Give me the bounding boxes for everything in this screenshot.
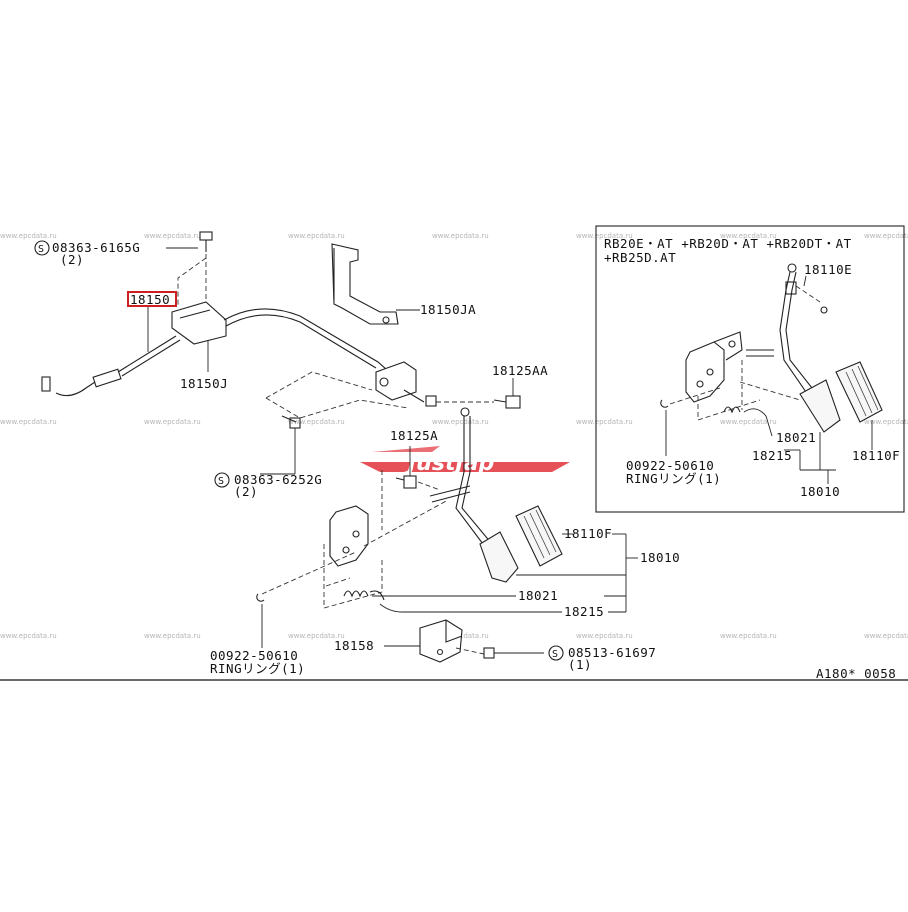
label-ring-desc: RINGリング(1): [210, 661, 305, 676]
watermark-text: www.epcdata.ru: [288, 418, 345, 426]
cable-assembly: [41, 246, 413, 397]
bracket-18150ja: [331, 243, 420, 325]
watermark-text: www.epcdata.ru: [432, 232, 489, 240]
s-symbol-label-2: S: [218, 476, 224, 487]
watermark-text: www.epcdata.ru: [144, 232, 201, 240]
highlight-box: [127, 291, 177, 307]
inset-label-18021: 18021: [776, 430, 816, 445]
label-18110f: 18110F: [564, 526, 612, 541]
watermark-text: www.epcdata.ru: [576, 632, 633, 640]
label-screw-bot-qty: (1): [568, 657, 592, 672]
watermark-text: www.epcdata.ru: [144, 632, 201, 640]
cable-adjuster: [92, 368, 122, 388]
watermark-text: www.epcdata.ru: [864, 418, 908, 426]
screw-mid: [260, 415, 301, 475]
label-18150ja: 18150JA: [420, 302, 476, 317]
cable-clevis: [265, 361, 437, 419]
label-18150j: 18150J: [180, 376, 228, 391]
label-screw-mid: 08363-6252G: [234, 472, 322, 487]
watermark-text: www.epcdata.ru: [864, 632, 908, 640]
label-18215: 18215: [564, 604, 604, 619]
label-screw-top: 08363-6165G: [52, 240, 140, 255]
watermark-text: www.epcdata.ru: [288, 632, 345, 640]
inset-variant-line2: +RB25D.AT: [604, 250, 676, 265]
watermark-text: www.epcdata.ru: [720, 632, 777, 640]
label-ring: 00922-50610: [210, 648, 298, 663]
cable-holder: [171, 301, 227, 345]
diagram-code: A180* 0058: [816, 666, 896, 681]
justjap-logo: JustJap: [360, 446, 570, 476]
pedal-pad-18110f: [515, 505, 574, 567]
watermark-text: www.epcdata.ru: [864, 232, 908, 240]
inset-label-18010: 18010: [800, 484, 840, 499]
watermark-text: www.epcdata.ru: [576, 232, 633, 240]
inset-label-18110e: 18110E: [804, 262, 852, 277]
screw-top: [166, 231, 213, 252]
label-18150-highlight[interactable]: 18150: [130, 292, 170, 307]
stopper-18158: [384, 619, 544, 663]
inset-label-18110f: 18110F: [852, 448, 900, 463]
label-18010: 18010: [640, 550, 680, 565]
watermark-text: www.epcdata.ru: [720, 232, 777, 240]
watermark-text: www.epcdata.ru: [432, 418, 489, 426]
label-screw-top-qty: (2): [60, 252, 84, 267]
labels: S 08363-6165G (2) 18150 18150JA 18150J 1…: [34, 236, 900, 681]
assembly-callout: [372, 533, 638, 613]
s-symbol-icon-3: [548, 645, 564, 661]
cable-end-cap: [41, 376, 51, 392]
ring-clip: [256, 593, 265, 648]
label-screw-mid-qty: (2): [234, 484, 258, 499]
watermark-text: www.epcdata.ru: [576, 418, 633, 426]
watermark-text: www.epcdata.ru: [0, 632, 57, 640]
s-symbol-label: S: [38, 244, 44, 255]
logo-text: JustJap: [404, 451, 494, 476]
watermark-text: www.epcdata.ru: [0, 232, 57, 240]
pedal-bracket: [261, 470, 449, 609]
watermark-text: www.epcdata.ru: [720, 418, 777, 426]
watermark-group: www.epcdata.ru www.epcdata.ru www.epcdata.…: [0, 232, 908, 640]
label-screw-bot: 08513-61697: [568, 645, 656, 660]
bolt-18125aa: [436, 378, 521, 409]
bolt-18125a: [395, 446, 441, 491]
label-18021: 18021: [518, 588, 558, 603]
inset-label-ring: 00922-50610: [626, 458, 714, 473]
pedal-lever: [429, 407, 626, 583]
label-18125a: 18125A: [390, 428, 438, 443]
watermark-text: www.epcdata.ru: [288, 232, 345, 240]
return-spring: [343, 590, 562, 613]
watermark-text: www.epcdata.ru: [0, 418, 57, 426]
label-18158: 18158: [334, 638, 374, 653]
label-18125aa: 18125AA: [492, 363, 548, 378]
s-symbol-icon-2: [214, 472, 230, 488]
watermark-text: www.epcdata.ru: [144, 418, 201, 426]
variant-inset: [595, 225, 905, 513]
inset-label-ring-desc: RINGリング(1): [626, 471, 721, 486]
s-symbol-icon: [34, 240, 50, 256]
inset-label-18215: 18215: [752, 448, 792, 463]
s-symbol-label-3: S: [552, 649, 558, 660]
inset-variant-line1: RB20E・AT +RB20D・AT +RB20DT・AT: [604, 236, 852, 251]
